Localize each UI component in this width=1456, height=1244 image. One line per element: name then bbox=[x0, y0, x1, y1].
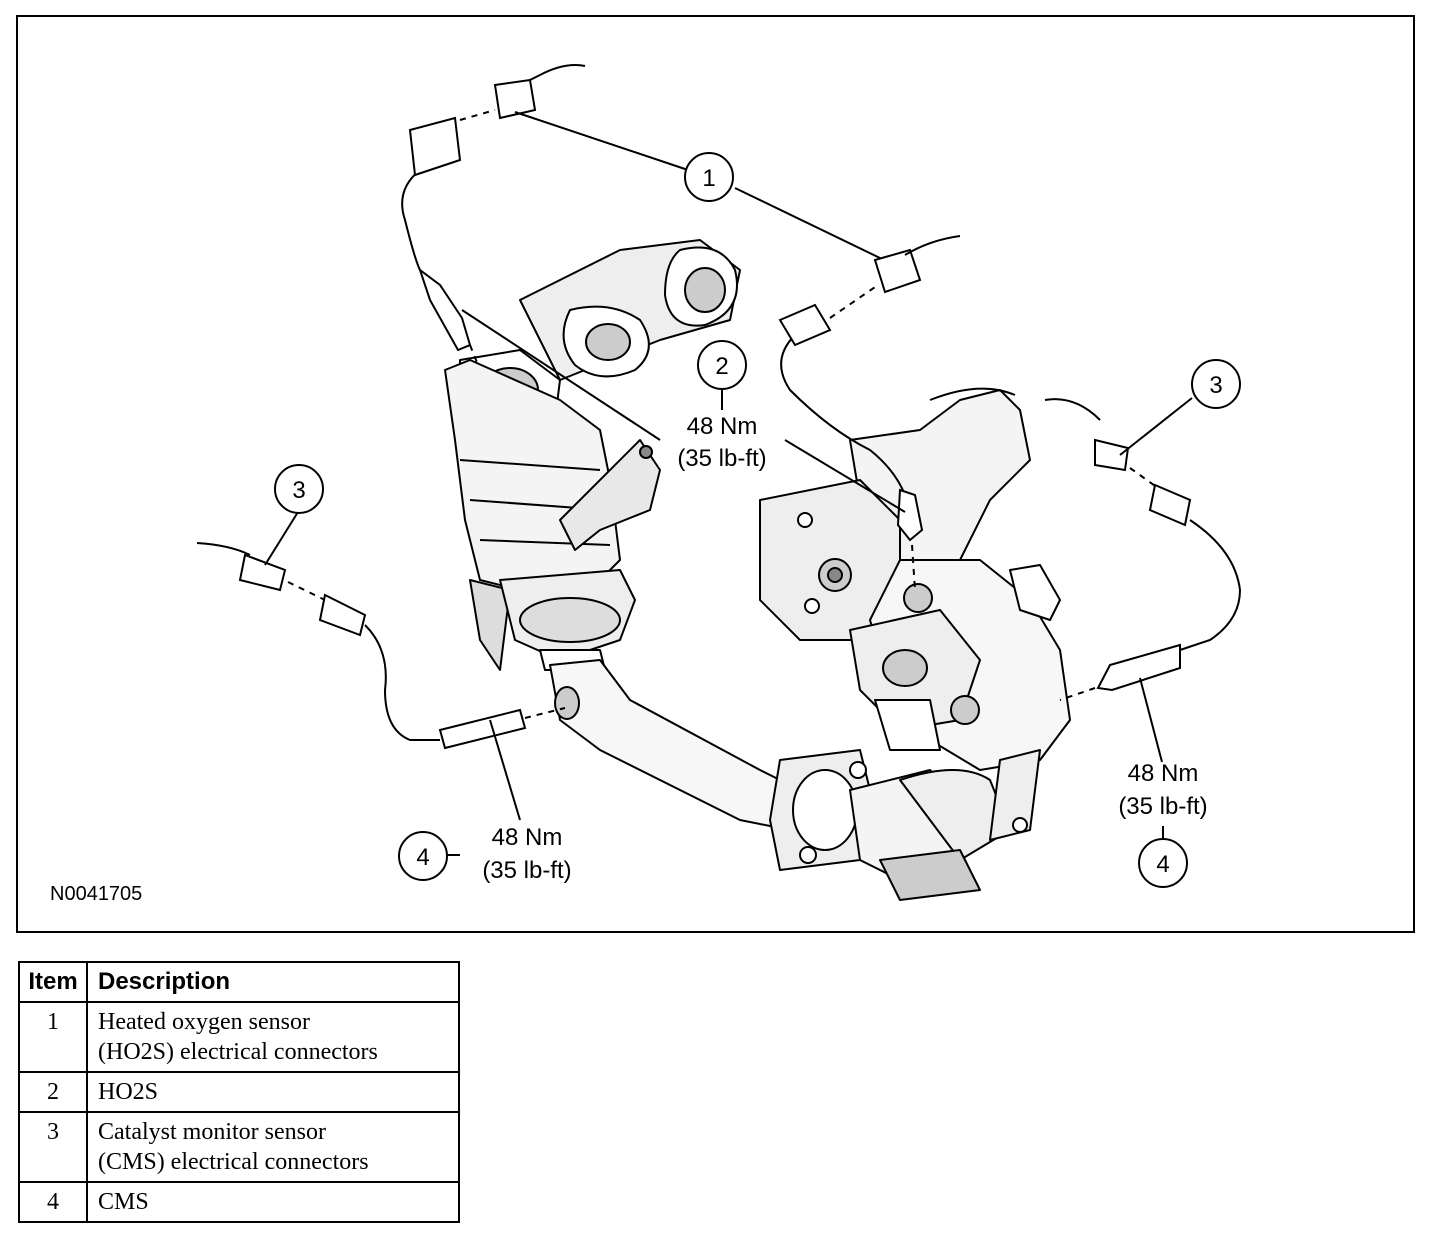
legend-item-description: Catalyst monitor sensor (CMS) electrical… bbox=[86, 1111, 460, 1183]
leader-2-right bbox=[784, 439, 906, 513]
sensor-wiring bbox=[196, 64, 1242, 750]
legend-table: Item Description 1 Heated oxygen sensor … bbox=[18, 961, 460, 1223]
right-ho2s-wire bbox=[780, 334, 906, 496]
leader-1-right bbox=[734, 187, 881, 259]
left-ho2s-connector bbox=[408, 116, 462, 177]
legend-row: 2 HO2S bbox=[18, 1071, 460, 1113]
right-ho2s-harness bbox=[904, 235, 961, 256]
leader-3-right bbox=[1119, 397, 1193, 456]
left-ho2s-wire bbox=[401, 169, 421, 271]
legend-row: 1 Heated oxygen sensor (HO2S) electrical… bbox=[18, 1001, 460, 1073]
right-cms-harness bbox=[1044, 398, 1101, 421]
legend-desc-line: HO2S bbox=[98, 1079, 159, 1105]
right-cms-connector bbox=[1094, 438, 1130, 472]
callout-3-right-number: 3 bbox=[1209, 372, 1222, 399]
callout-2-circle bbox=[697, 340, 747, 390]
left-cms-wire bbox=[364, 624, 440, 741]
legend-row: 3 Catalyst monitor sensor (CMS) electric… bbox=[18, 1111, 460, 1183]
legend-item-number: 2 bbox=[18, 1071, 88, 1113]
left-cms-connector bbox=[238, 553, 287, 592]
legend-item-description: Heated oxygen sensor (HO2S) electrical c… bbox=[86, 1001, 460, 1073]
leader-2-left bbox=[461, 309, 661, 441]
leader-lines bbox=[264, 111, 1193, 856]
legend-desc-line: (HO2S) electrical connectors bbox=[98, 1039, 378, 1065]
torque-nm-left: 48 Nm bbox=[492, 824, 563, 851]
torque-lbft-center: (35 lb-ft) bbox=[677, 445, 766, 472]
figure-id: N0041705 bbox=[50, 883, 142, 905]
callout-4-right-circle bbox=[1138, 838, 1188, 888]
leader-4-left bbox=[489, 719, 521, 821]
right-ho2s-connector bbox=[778, 303, 832, 347]
callout-1-number: 1 bbox=[702, 165, 715, 192]
legend-desc-line: (CMS) electrical connectors bbox=[98, 1149, 369, 1175]
torque-lbft-left: (35 lb-ft) bbox=[482, 857, 571, 884]
legend-desc-line: Heated oxygen sensor bbox=[98, 1009, 310, 1035]
leader-3-left bbox=[264, 511, 299, 566]
torque-nm-right: 48 Nm bbox=[1128, 760, 1199, 787]
legend-item-description: CMS bbox=[86, 1181, 460, 1223]
torque-nm-center: 48 Nm bbox=[687, 413, 758, 440]
leader-4-right bbox=[1139, 677, 1163, 763]
callout-3-left-number: 3 bbox=[292, 477, 305, 504]
callout-4-right-number: 4 bbox=[1156, 851, 1169, 878]
right-manifold-converter bbox=[759, 387, 1071, 841]
legend-header-row: Item Description bbox=[18, 961, 460, 1003]
legend-item-number: 4 bbox=[18, 1181, 88, 1223]
legend-desc-line: CMS bbox=[98, 1189, 149, 1215]
right-cms-body bbox=[1096, 643, 1181, 692]
left-ho2s-harness bbox=[499, 64, 586, 96]
front-pipe bbox=[549, 659, 1011, 901]
callout-3-left-circle bbox=[274, 464, 324, 514]
callout-1-circle bbox=[684, 152, 734, 202]
diagram-frame bbox=[16, 15, 1415, 933]
left-ho2s-dashed bbox=[459, 109, 496, 121]
right-cms-wire bbox=[1179, 519, 1242, 651]
legend-row: 4 CMS bbox=[18, 1181, 460, 1223]
legend-header-item: Item bbox=[18, 961, 88, 1003]
leader-1-left bbox=[514, 111, 689, 171]
legend-desc-line: Catalyst monitor sensor bbox=[98, 1119, 326, 1145]
right-ho2s-body bbox=[896, 488, 924, 542]
legend-item-number: 3 bbox=[18, 1111, 88, 1183]
legend-header-description: Description bbox=[86, 961, 460, 1003]
callout-circles bbox=[274, 152, 1241, 888]
left-manifold-converter bbox=[444, 239, 741, 671]
callout-4-left-number: 4 bbox=[416, 844, 429, 871]
left-cms-harness bbox=[196, 542, 251, 556]
callout-4-left-circle bbox=[398, 831, 448, 881]
callout-3-right-circle bbox=[1191, 359, 1241, 409]
legend-item-description: HO2S bbox=[86, 1071, 460, 1113]
torque-lbft-right: (35 lb-ft) bbox=[1118, 793, 1207, 820]
left-cms-body bbox=[438, 708, 527, 750]
callout-2-number: 2 bbox=[715, 353, 728, 380]
legend-item-number: 1 bbox=[18, 1001, 88, 1073]
